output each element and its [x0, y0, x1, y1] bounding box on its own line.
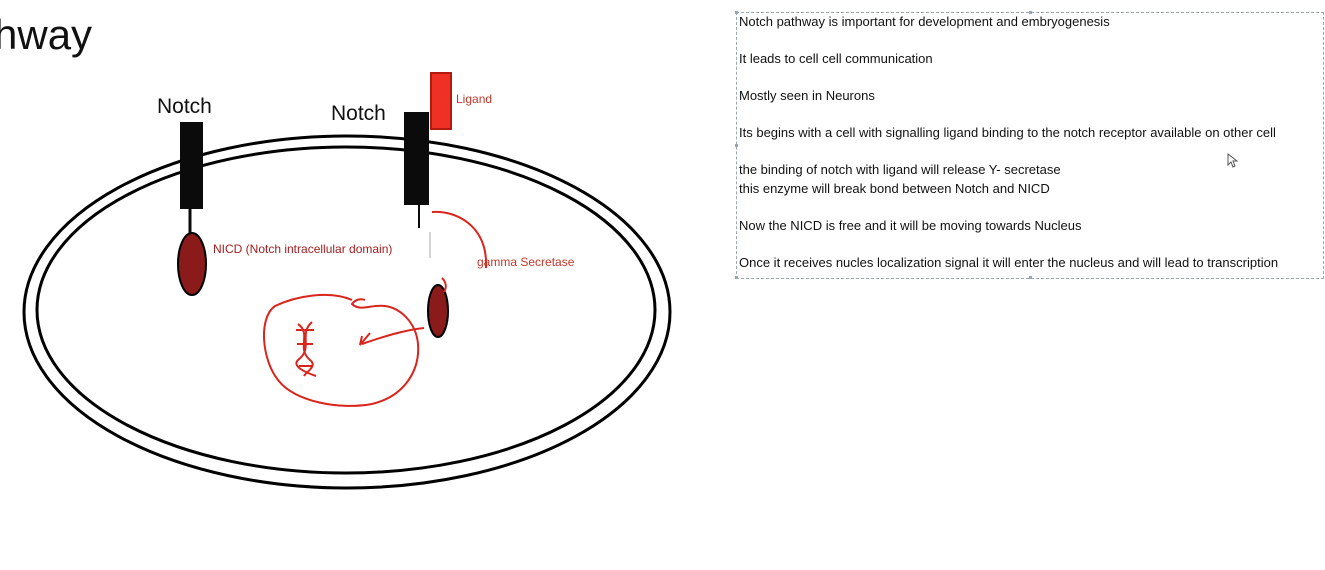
note-line: Mostly seen in Neurons [739, 88, 875, 103]
notes-textbox[interactable] [735, 11, 1324, 279]
resize-handle[interactable] [735, 144, 738, 147]
nucleus-arrow [361, 327, 425, 345]
note-spacer [739, 143, 1278, 162]
note-line: Notch pathway is important for developme… [739, 14, 1110, 29]
resize-handle[interactable] [1029, 11, 1032, 14]
cell-diagram [22, 72, 672, 490]
note-spacer [739, 32, 1278, 51]
mouse-pointer-icon [1227, 153, 1239, 168]
nucleus-outline [263, 293, 420, 407]
gamma-secretase-curve [431, 210, 488, 269]
gamma-secretase-label: gamma Secretase [477, 255, 575, 269]
note-line: Now the NICD is free and it will be movi… [739, 217, 1082, 233]
note-line: this enzyme will break bond between Notc… [739, 180, 1050, 196]
cell-membrane-inner [35, 145, 657, 475]
note-spacer [739, 106, 1278, 125]
note-line: It leads to cell cell communication [739, 51, 933, 66]
cell-membrane-outer [22, 134, 672, 490]
nucleus-arrow-head [359, 332, 371, 346]
note-spacer [739, 198, 1278, 217]
notch-receptor-right [404, 112, 429, 205]
note-line: Its begins with a cell with signalling l… [739, 125, 1276, 140]
note-spacer [739, 235, 1278, 254]
nicd-left [177, 232, 207, 296]
resize-handle[interactable] [1029, 276, 1032, 279]
note-line: the binding of notch with ligand will re… [739, 162, 1061, 177]
resize-handle[interactable] [735, 11, 738, 14]
notes-text[interactable]: Notch pathway is important for developme… [739, 13, 1278, 272]
slide-title: hway [0, 11, 93, 58]
notch-right-label: Notch [331, 102, 386, 125]
ligand-block [430, 72, 452, 130]
notch-receptor-left [180, 122, 203, 209]
note-spacer [739, 69, 1278, 88]
dna-icon [295, 321, 317, 377]
ligand-label: Ligand [456, 92, 493, 106]
resize-handle[interactable] [735, 276, 738, 279]
note-line: Once it receives nucles localization sig… [739, 254, 1279, 270]
nicd-released [427, 284, 449, 338]
gamma-secretase-tick [441, 277, 447, 293]
nicd-label: NICD (Notch intracellular domain) [213, 242, 393, 256]
notch-left-label: Notch [157, 95, 212, 118]
